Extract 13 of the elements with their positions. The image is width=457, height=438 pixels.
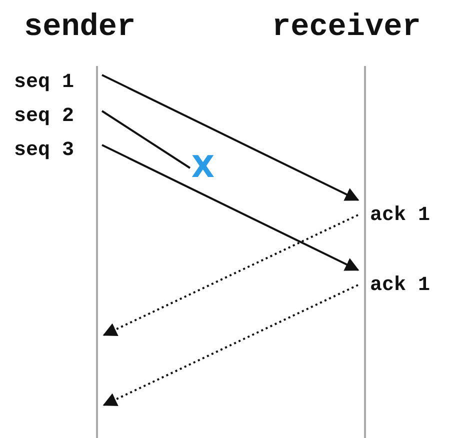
message-label: seq 1 [14,73,102,93]
message-label: ack 1 [358,206,448,226]
lifeline-label: sender [24,12,174,43]
message-label: ack 1 [358,276,448,296]
dotted-arrow [102,284,358,406]
message-label: seq 2 [14,107,102,127]
line [101,110,191,169]
loss-mark: X [190,153,216,183]
dotted-arrow [102,214,358,336]
arrow [102,74,360,201]
lifeline-label: receiver [272,12,452,43]
message-label: seq 3 [14,141,102,161]
arrow [102,144,360,271]
